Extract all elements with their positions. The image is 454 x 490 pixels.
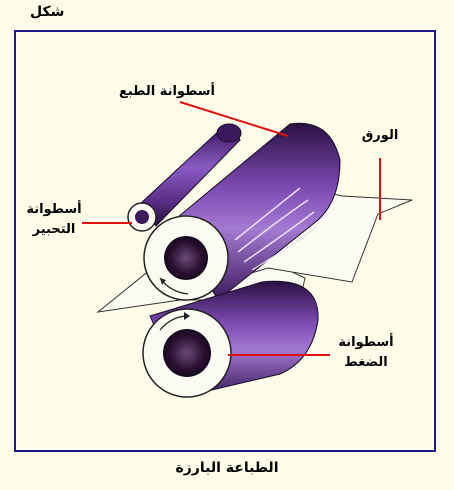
label-pressure-cylinder-line2: الضغط bbox=[344, 355, 388, 370]
figure-caption: الطباعة البارزة bbox=[175, 460, 279, 476]
label-ink-cylinder: أسطوانة التحبير bbox=[22, 200, 86, 240]
label-pressure-cylinder-line1: أسطوانة bbox=[338, 335, 394, 350]
leader-print-cylinder bbox=[179, 101, 289, 137]
label-ink-cylinder-line2: التحبير bbox=[32, 222, 76, 237]
label-ink-cylinder-line1: أسطوانة bbox=[26, 202, 82, 217]
figure-frame bbox=[14, 30, 436, 452]
pressure-cylinder bbox=[142, 280, 319, 398]
ink-cylinder bbox=[127, 123, 242, 232]
print-cylinder bbox=[143, 122, 341, 301]
label-pressure-cylinder: أسطوانة الضغط bbox=[332, 333, 400, 373]
label-paper: الورق bbox=[361, 128, 399, 143]
label-print-cylinder: أسطوانة الطبع bbox=[119, 84, 215, 99]
figure-label: شكل bbox=[30, 4, 65, 20]
